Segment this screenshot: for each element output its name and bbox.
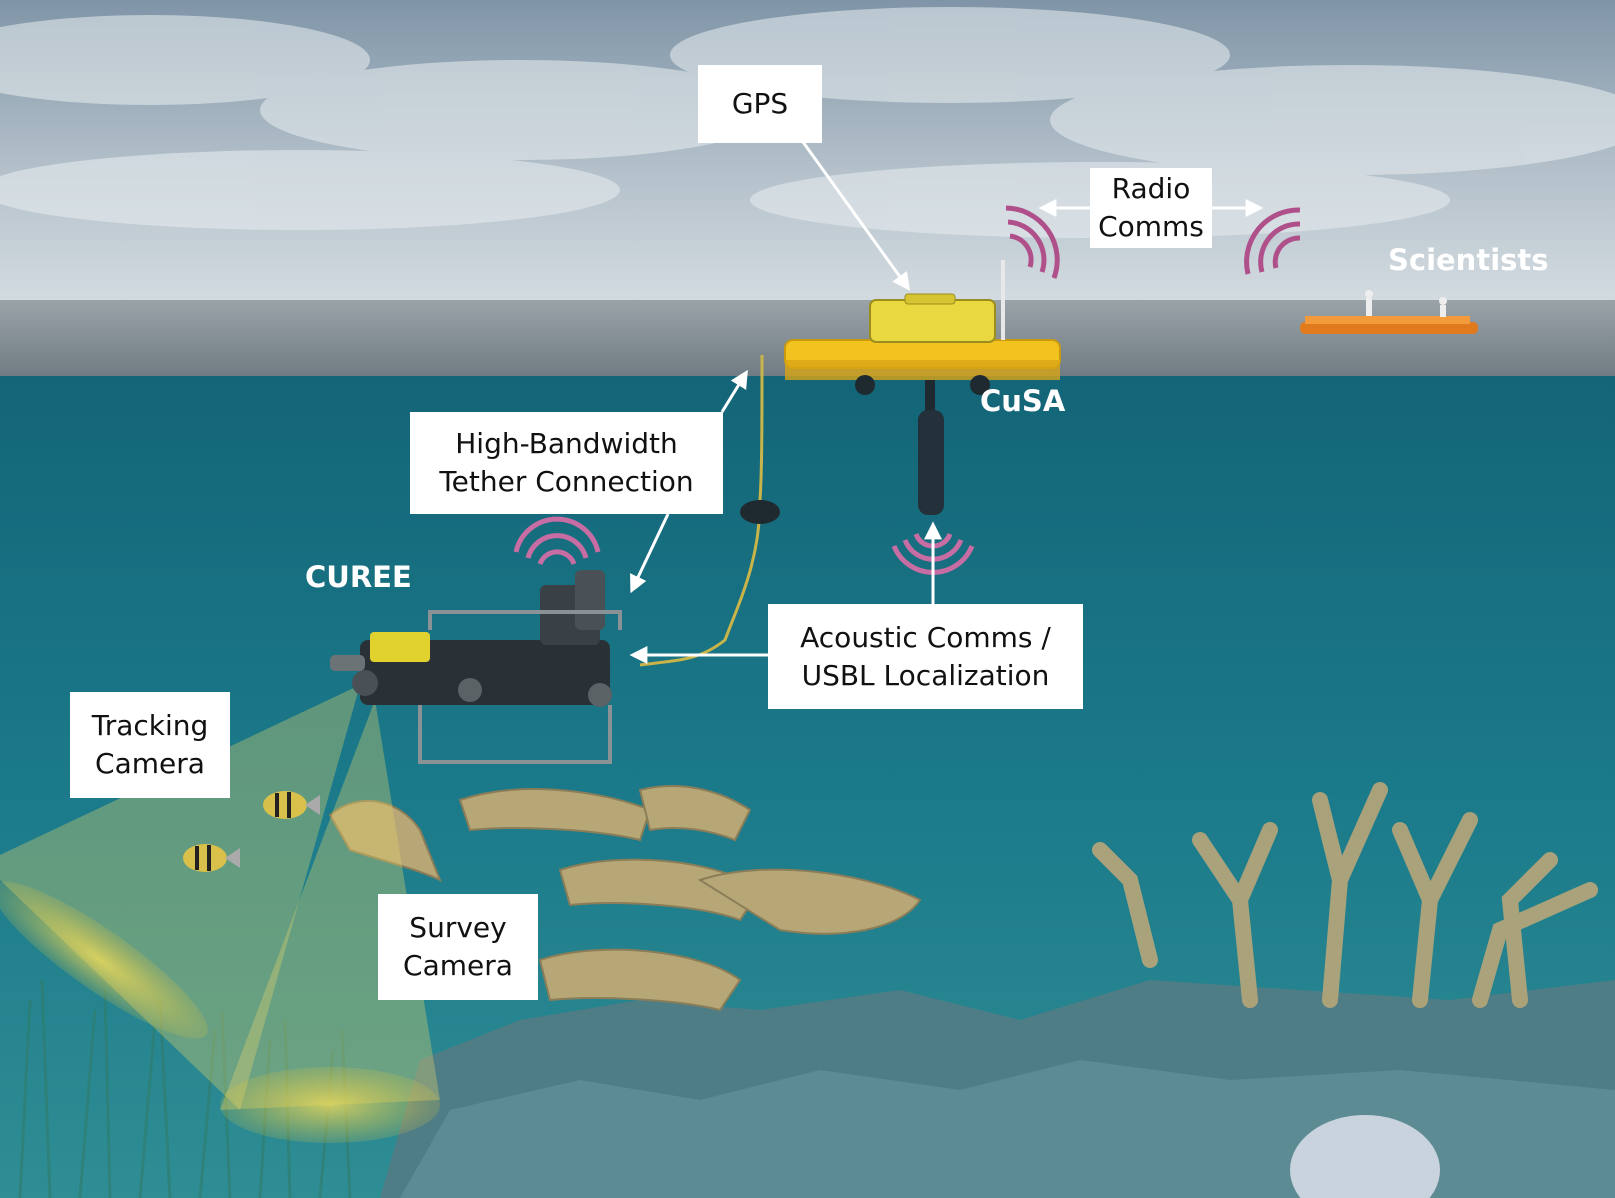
- acoustic-line-1: Acoustic Comms /: [800, 620, 1051, 654]
- survey-camera-line-2: Camera: [403, 949, 513, 982]
- tracking-camera-label: Tracking Camera: [70, 692, 230, 798]
- annotation-arrows: [629, 141, 1264, 664]
- scientists-label: Scientists: [1388, 243, 1549, 277]
- radio-signal-left: [1005, 205, 1060, 279]
- tether-float: [740, 500, 780, 524]
- clouds: [0, 7, 1615, 238]
- radio-comms-line-1: Radio: [1111, 172, 1191, 205]
- tether-line-2: Tether Connection: [439, 465, 694, 498]
- gps-label: GPS: [698, 65, 822, 143]
- curee-vehicle: [330, 570, 622, 764]
- radio-comms-line-2: Comms: [1098, 210, 1204, 243]
- tether-arrow-up: [720, 369, 748, 413]
- radio-comms-label: Radio Comms: [1090, 168, 1212, 248]
- acoustic-signal-curee: [513, 516, 601, 566]
- usbl-transducer: [918, 380, 944, 515]
- survey-camera-label: Survey Camera: [378, 894, 538, 1000]
- cusa-label: CuSA: [980, 384, 1066, 418]
- table-corals: [328, 785, 922, 1012]
- tracking-camera-line-1: Tracking: [91, 709, 209, 742]
- tether-label: High-Bandwidth Tether Connection: [410, 412, 723, 514]
- curee-label: CUREE: [305, 560, 412, 594]
- radio-signal-right: [1244, 207, 1301, 275]
- tether-line-1: High-Bandwidth: [455, 427, 678, 460]
- acoustic-line-2: USBL Localization: [801, 658, 1050, 692]
- tracking-camera-cone: [0, 685, 360, 1110]
- fish: [183, 791, 320, 872]
- tracking-camera-line-2: Camera: [95, 747, 205, 780]
- survey-camera-cone: [220, 700, 440, 1143]
- acoustic-label: Acoustic Comms / USBL Localization: [768, 604, 1083, 709]
- scientists-boat: [1300, 290, 1478, 334]
- brain-coral: [1290, 1115, 1440, 1198]
- gps-arrow: [801, 141, 911, 291]
- cusa-raft: [784, 260, 1061, 395]
- tether-arrow-down: [630, 513, 670, 594]
- branching-corals: [1092, 782, 1598, 1008]
- survey-camera-line-1: Survey: [409, 911, 507, 944]
- gps-label-text: GPS: [731, 87, 789, 120]
